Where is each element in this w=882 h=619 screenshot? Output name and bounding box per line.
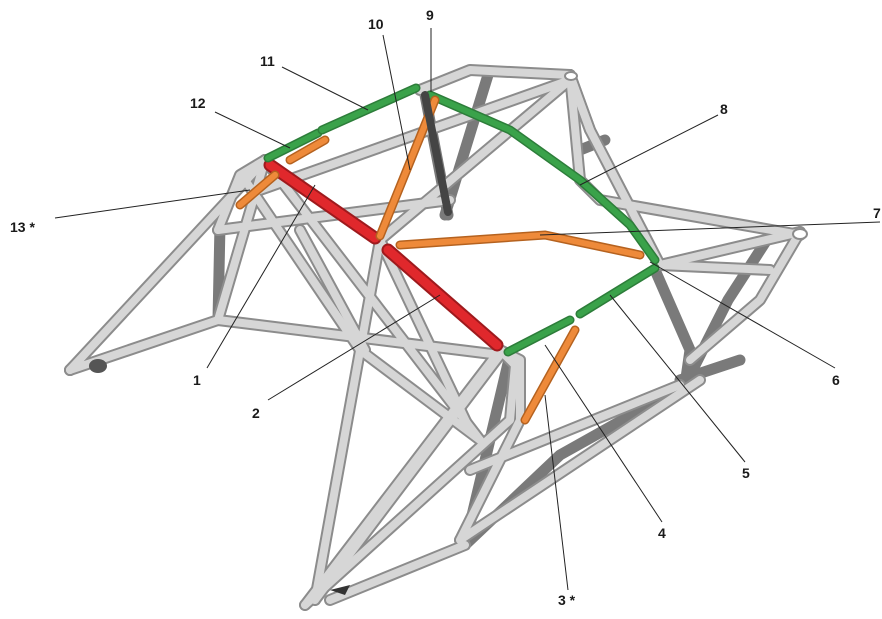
red-member-2-fill bbox=[383, 245, 502, 350]
label-12: 12 bbox=[190, 95, 206, 111]
leader-10 bbox=[382, 34, 411, 171]
label-6: 6 bbox=[832, 372, 840, 388]
orange-member-12b-fill bbox=[287, 137, 328, 163]
label-2: 2 bbox=[252, 405, 260, 421]
green-members bbox=[263, 83, 660, 357]
green-member-4-fill bbox=[505, 317, 573, 355]
label-11: 11 bbox=[260, 53, 275, 69]
leader-12 bbox=[214, 111, 291, 149]
leader-11 bbox=[281, 66, 369, 111]
dark-member-9 bbox=[421, 91, 452, 216]
leader-3 bbox=[544, 394, 569, 591]
leader-6 bbox=[649, 261, 836, 369]
leader-1 bbox=[206, 184, 316, 369]
leader-2 bbox=[267, 294, 441, 401]
leader-5 bbox=[609, 294, 746, 463]
label-7: 7 bbox=[873, 205, 881, 221]
orange-member-10-fill bbox=[377, 97, 438, 239]
top-tube-end bbox=[564, 71, 578, 81]
label-8: 8 bbox=[720, 101, 728, 117]
leader-7 bbox=[539, 221, 881, 236]
callout-labels: 1 2 3 * 4 5 6 7 8 9 10 11 12 13 * bbox=[10, 7, 881, 608]
label-13: 13 * bbox=[10, 219, 35, 235]
leader-13 bbox=[54, 189, 251, 219]
rear-mount-foot bbox=[89, 359, 107, 373]
orange-member-13-fill bbox=[237, 172, 278, 208]
red-member-1-fill bbox=[265, 160, 380, 243]
label-5: 5 bbox=[742, 465, 750, 481]
green-member-11-fill bbox=[319, 85, 419, 133]
label-4: 4 bbox=[658, 525, 666, 541]
label-9: 9 bbox=[426, 7, 434, 23]
right-tube-end bbox=[792, 228, 808, 240]
orange-member-3-fill bbox=[522, 327, 578, 423]
green-member-12-fill bbox=[265, 130, 321, 161]
label-10: 10 bbox=[368, 16, 384, 32]
front-foot bbox=[330, 585, 350, 595]
leader-8 bbox=[579, 114, 719, 186]
label-1: 1 bbox=[193, 372, 201, 388]
leader-lines bbox=[54, 28, 881, 591]
green-member-5-fill bbox=[577, 265, 658, 317]
label-3: 3 * bbox=[558, 592, 576, 608]
leader-4 bbox=[544, 344, 663, 523]
green-member-8-fill bbox=[427, 92, 658, 263]
